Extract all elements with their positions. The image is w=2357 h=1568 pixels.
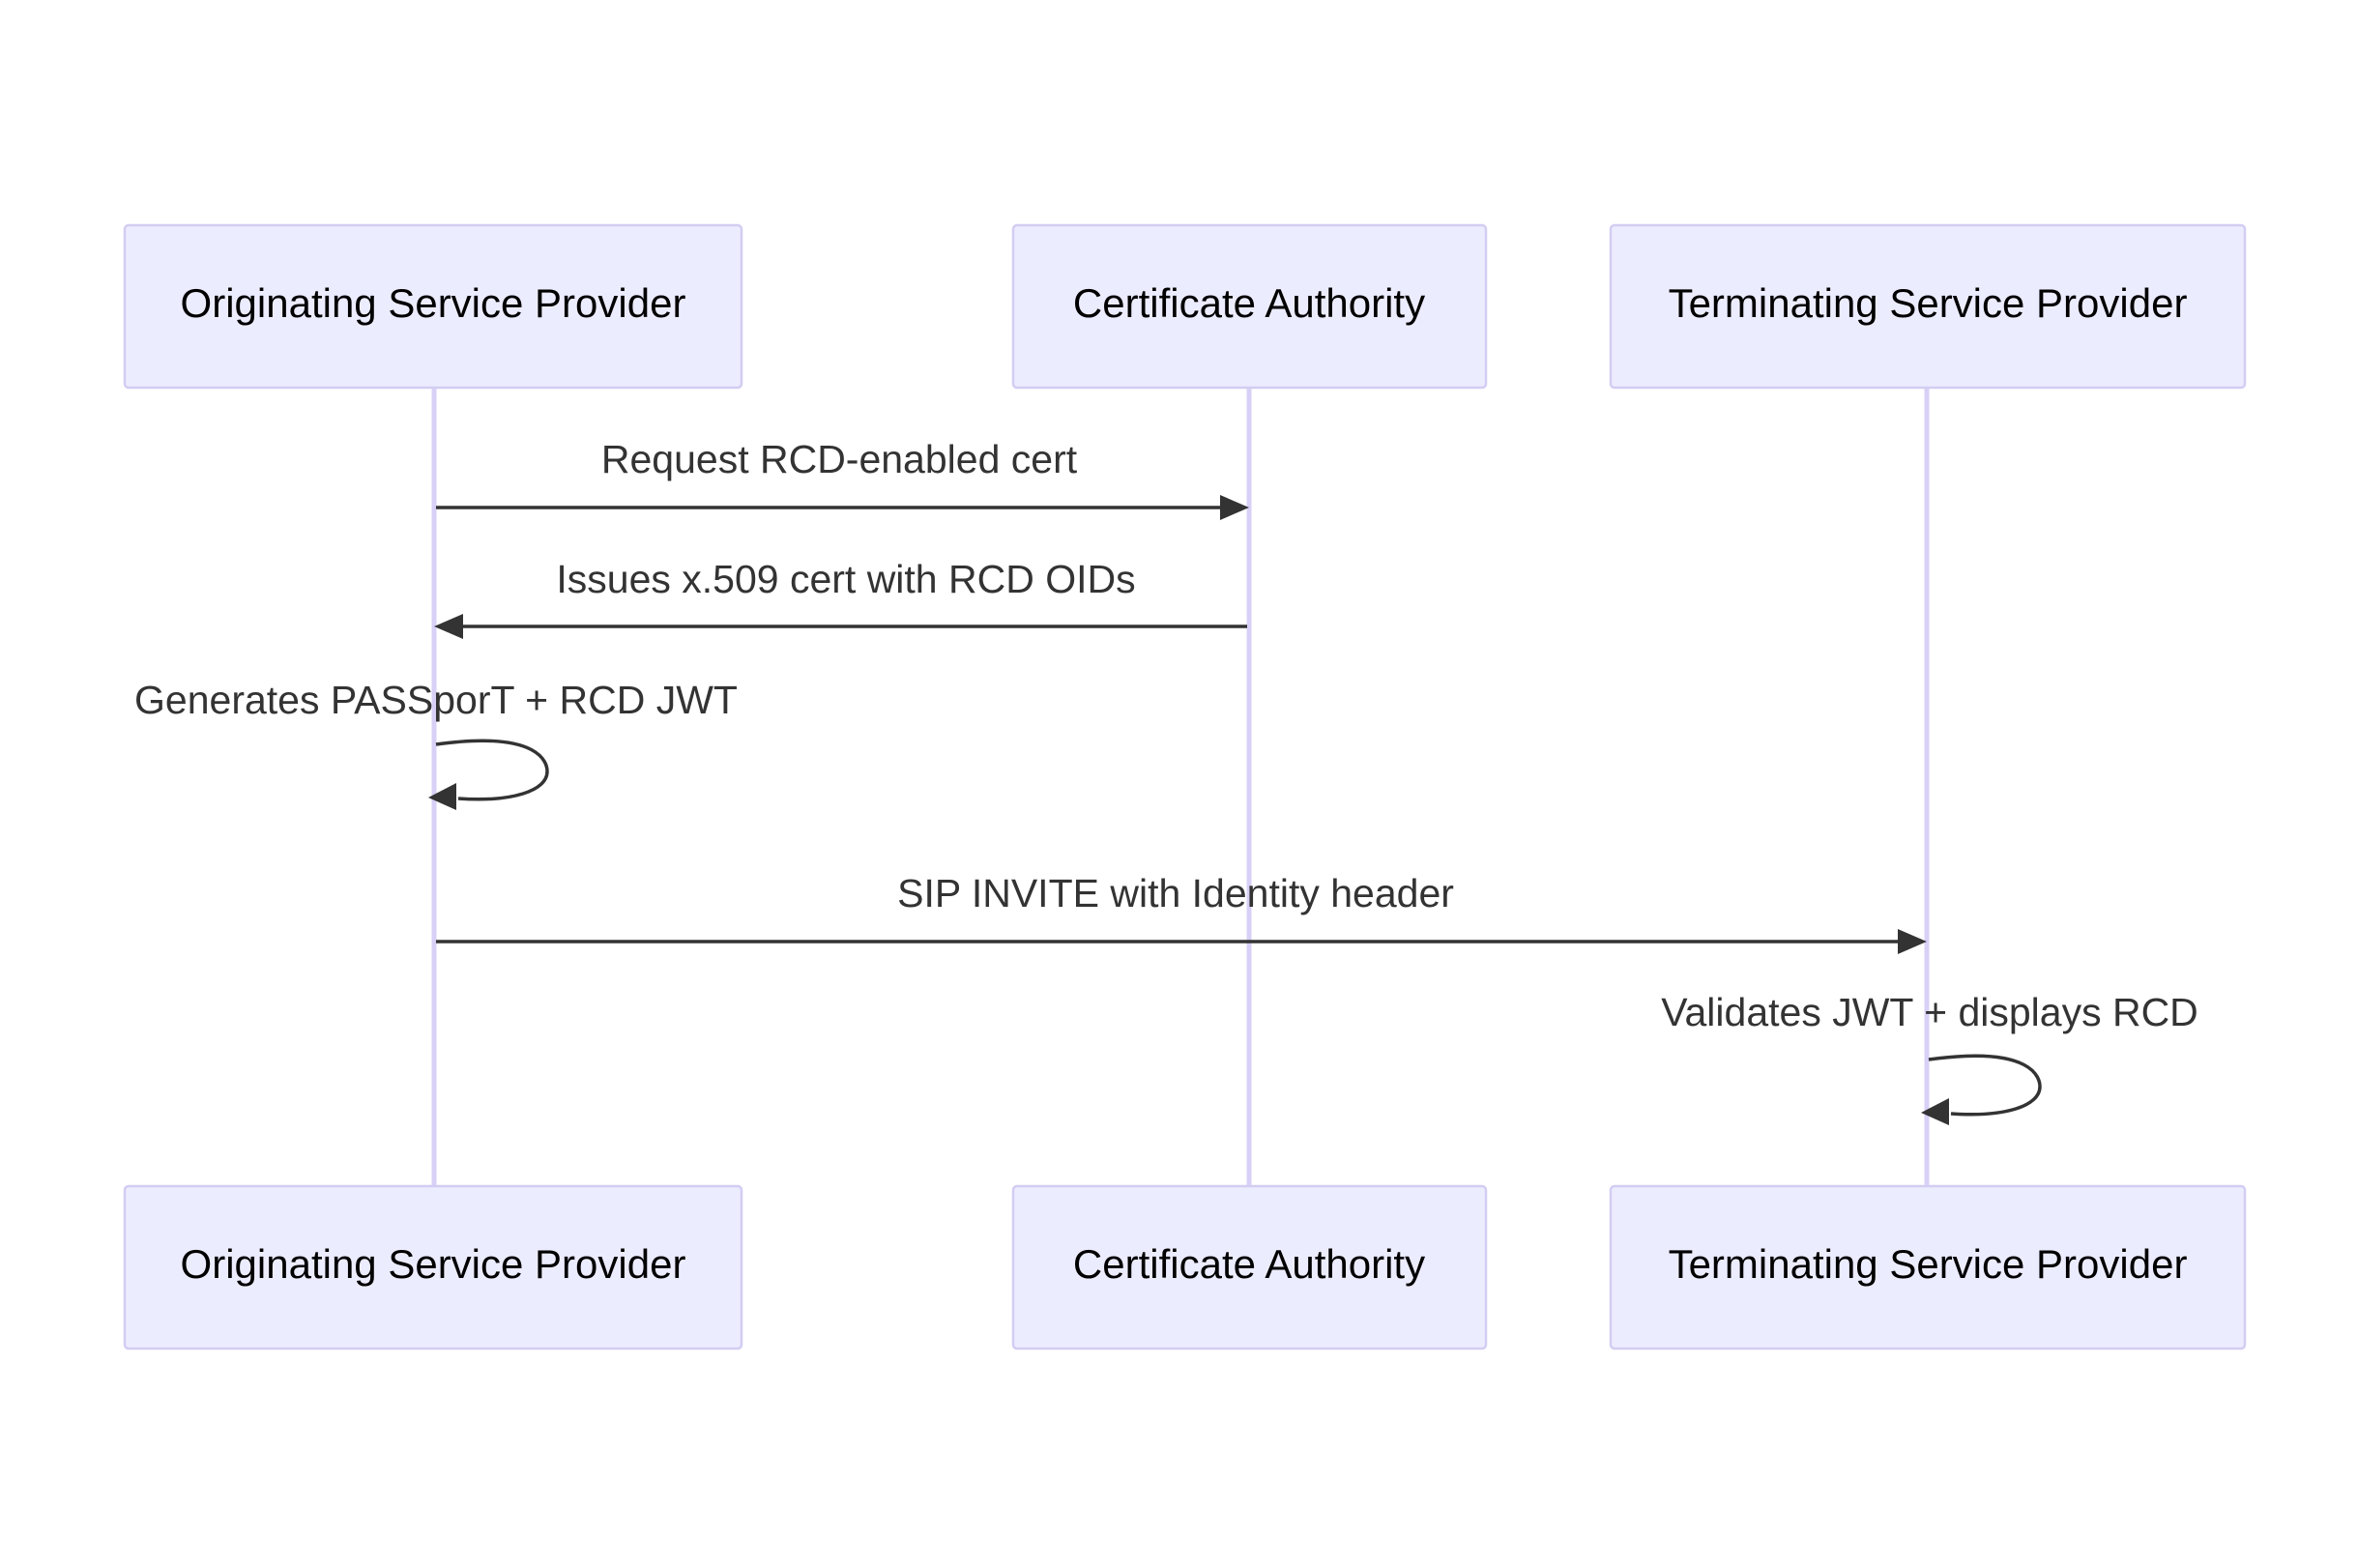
arrowhead [1921, 1098, 1949, 1125]
arrowhead [1898, 929, 1927, 954]
actor-label: Originating Service Provider [181, 1241, 686, 1287]
message-validate-jwt: Validates JWT + displays RCD [1661, 990, 2198, 1125]
message-request-cert: Request RCD-enabled cert [436, 437, 1249, 520]
actor-label: Originating Service Provider [181, 280, 686, 326]
self-loop-arrow [435, 739, 549, 801]
actor-bottom-originating-service-provider: Originating Service Provider [123, 1184, 743, 1350]
message-issue-cert: Issues x.509 cert with RCD OIDs [434, 557, 1247, 639]
actor-bottom-certificate-authority: Certificate Authority [1011, 1184, 1488, 1350]
lifelines [431, 388, 1930, 1185]
arrowhead [428, 783, 456, 810]
message-label: Validates JWT + displays RCD [1661, 990, 2198, 1034]
actor-top-originating-service-provider: Originating Service Provider [123, 223, 743, 390]
arrowhead [1220, 495, 1249, 520]
message-label: Generates PASSporT + RCD JWT [134, 678, 738, 722]
message-label: Request RCD-enabled cert [601, 437, 1078, 481]
actor-label: Certificate Authority [1073, 280, 1425, 326]
message-label: Issues x.509 cert with RCD OIDs [556, 557, 1135, 601]
message-generate-passport: Generates PASSporT + RCD JWT [134, 678, 738, 810]
self-loop-arrow [1928, 1054, 2042, 1117]
actor-label: Terminating Service Provider [1669, 280, 2188, 326]
message-sip-invite: SIP INVITE with Identity header [436, 871, 1927, 954]
arrowhead [434, 614, 463, 639]
actor-bottom-terminating-service-provider: Terminating Service Provider [1609, 1184, 2247, 1350]
actor-top-certificate-authority: Certificate Authority [1011, 223, 1488, 390]
actor-top-terminating-service-provider: Terminating Service Provider [1609, 223, 2247, 390]
actor-label: Certificate Authority [1073, 1241, 1425, 1287]
actor-label: Terminating Service Provider [1669, 1241, 2188, 1287]
message-label: SIP INVITE with Identity header [897, 871, 1454, 915]
